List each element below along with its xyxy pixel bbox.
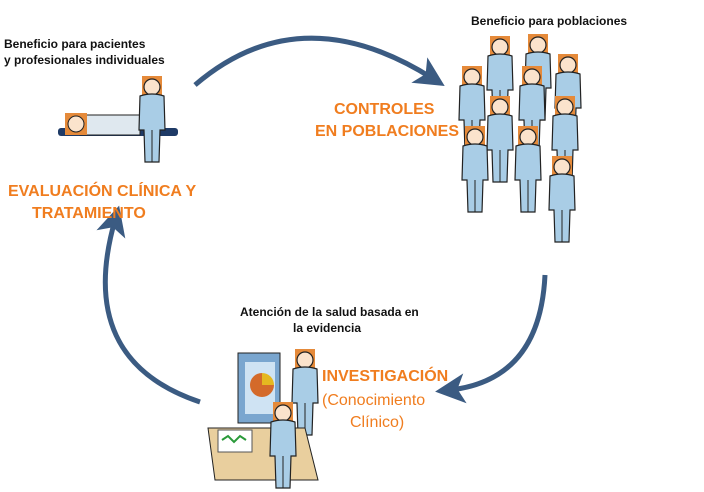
clinical-caption: Beneficio para pacientes y profesionales… [4,37,165,67]
arrow-to-populations [193,35,445,87]
research-caption-line2: la evidencia [293,321,362,335]
researcher-computer-icon [207,348,319,489]
research-caption-line1: Atención de la salud basada en [240,305,419,319]
clinical-title-line1: EVALUACIÓN CLÍNICA Y [8,183,197,200]
populations-title-line2: EN POBLACIONES [315,123,460,140]
crowd-icon [458,33,582,243]
arrow-to-clinical [96,205,201,405]
populations-caption: Beneficio para poblaciones [471,14,628,28]
arrow-to-research [435,274,548,404]
clinical-title-line2: TRATAMIENTO [32,205,146,222]
research-title: INVESTIGACIÓN [322,368,449,385]
populations-title-line1: CONTROLES [334,101,435,118]
research-subtitle-line2: Clínico) [350,414,405,431]
patient-doctor-icon [58,75,178,163]
research-subtitle-line1: (Conocimiento [322,392,426,409]
